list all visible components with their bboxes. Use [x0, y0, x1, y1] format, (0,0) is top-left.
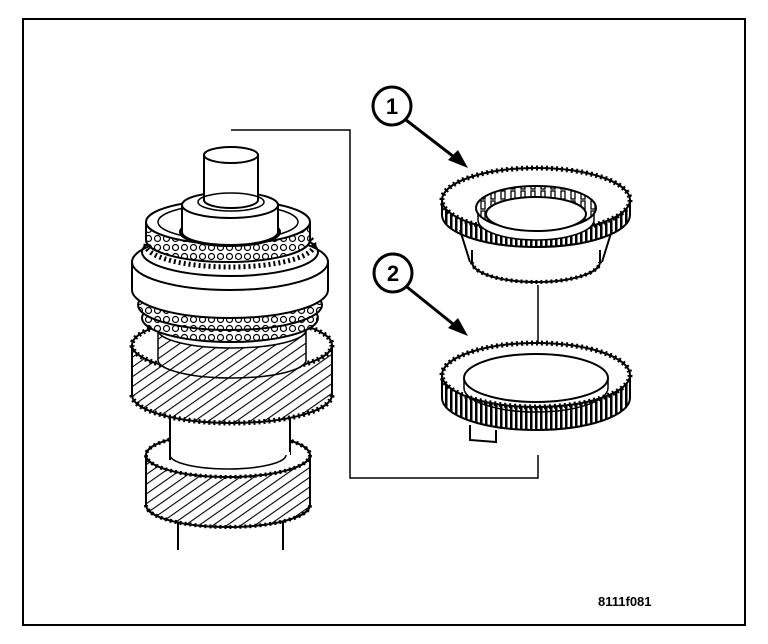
callout-2-label: 2: [387, 261, 399, 286]
caged-roller-bearing: [439, 165, 633, 284]
callout-1-label: 1: [386, 94, 398, 119]
callout-2: 2: [372, 252, 468, 336]
callout-1: 1: [371, 85, 468, 168]
shaft-assembly: [129, 146, 335, 550]
figure-id: 8111f081: [598, 594, 652, 609]
thrust-ring: [439, 340, 633, 444]
callout-1-arrowhead: [448, 150, 468, 168]
callout-2-circle: [372, 252, 414, 294]
callout-1-circle: [371, 85, 413, 127]
callout-2-arrowhead: [448, 318, 468, 336]
callout-1-arrow: [405, 118, 459, 162]
ring-locating-tab: [469, 425, 497, 444]
shaft-journal: [179, 146, 281, 247]
callout-2-arrow: [406, 285, 459, 330]
